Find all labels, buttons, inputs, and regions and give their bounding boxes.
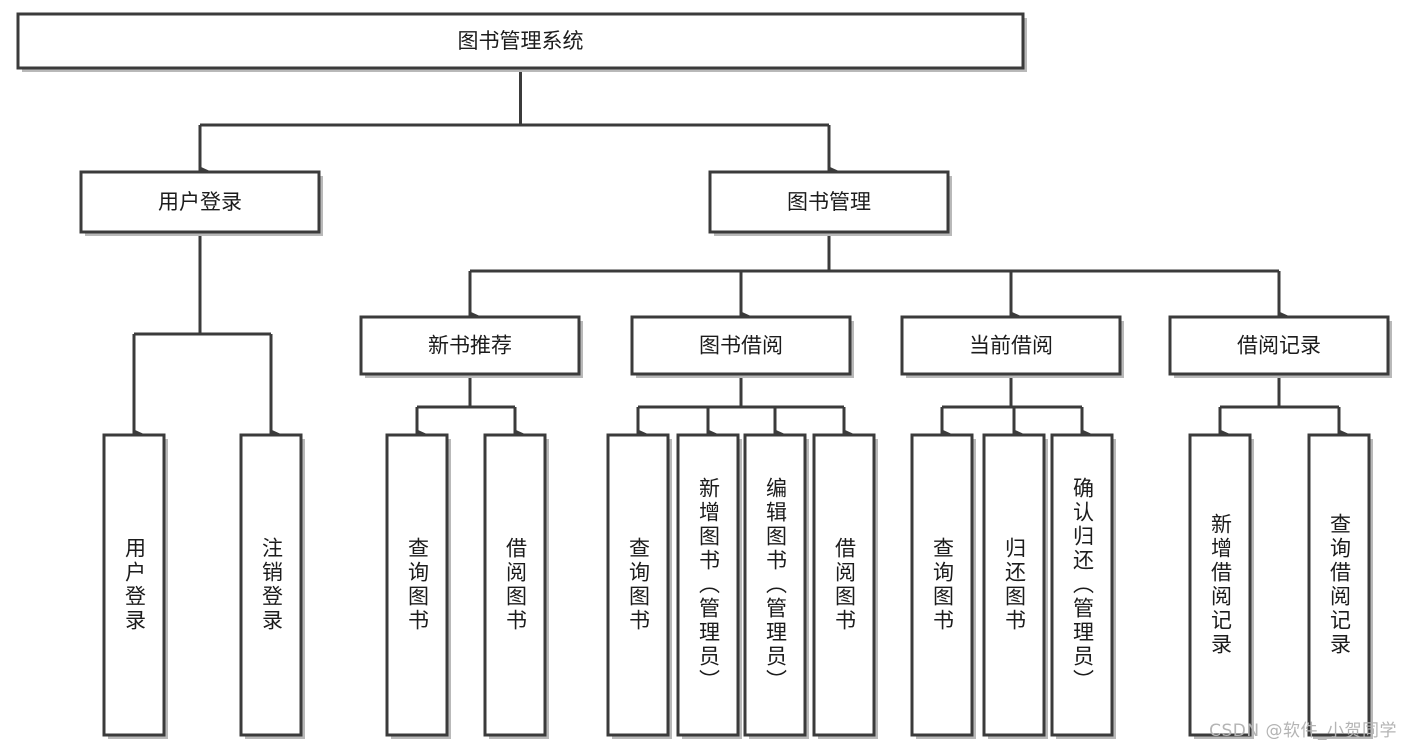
connector-lines bbox=[132, 68, 1349, 439]
node-box bbox=[1050, 433, 1114, 737]
node-box bbox=[16, 12, 1025, 70]
node-box bbox=[630, 315, 852, 376]
connector-new-book-recommend bbox=[415, 374, 525, 439]
watermark-text: CSDN @软件_小贺同学 bbox=[1209, 721, 1397, 741]
node-leaf-edit-book-admin[interactable] bbox=[743, 433, 809, 739]
node-box bbox=[708, 170, 950, 234]
node-leaf-query-books-rec[interactable] bbox=[385, 433, 451, 739]
node-root[interactable]: 图书管理系统 bbox=[16, 12, 1027, 72]
node-leaf-user-logout[interactable] bbox=[239, 433, 305, 739]
node-label: 图书管理 bbox=[787, 190, 871, 214]
node-box bbox=[1188, 433, 1252, 737]
node-leaf-query-books-borrow[interactable] bbox=[606, 433, 672, 739]
node-box bbox=[900, 315, 1122, 376]
node-box bbox=[982, 433, 1046, 737]
node-box bbox=[606, 433, 670, 737]
node-label: 用户登录 bbox=[158, 190, 242, 214]
node-box bbox=[483, 433, 547, 737]
node-box bbox=[79, 170, 321, 234]
node-leaf-add-book-admin[interactable] bbox=[676, 433, 742, 739]
node-leaf-borrow-books-rec[interactable] bbox=[483, 433, 549, 739]
node-box bbox=[239, 433, 303, 737]
node-leaf-query-borrow-record[interactable] bbox=[1307, 433, 1373, 739]
node-leaf-query-books-current[interactable] bbox=[910, 433, 976, 739]
node-label: 当前借阅 bbox=[969, 334, 1053, 358]
node-leaf-borrow-book[interactable] bbox=[812, 433, 878, 739]
node-user-login[interactable]: 用户登录 bbox=[79, 170, 323, 236]
node-book-borrow[interactable]: 图书借阅 bbox=[630, 315, 854, 378]
node-box bbox=[102, 433, 166, 737]
connector-borrow-record bbox=[1218, 374, 1349, 439]
node-leaf-add-borrow-record[interactable] bbox=[1188, 433, 1254, 739]
node-box bbox=[812, 433, 876, 737]
node-box bbox=[359, 315, 581, 376]
node-leaf-return-book[interactable] bbox=[982, 433, 1048, 739]
node-leaf-user-login[interactable] bbox=[102, 433, 168, 739]
node-box bbox=[910, 433, 974, 737]
connector-book-manage bbox=[468, 232, 1289, 321]
node-current-borrow[interactable]: 当前借阅 bbox=[900, 315, 1124, 378]
node-label: 图书借阅 bbox=[699, 334, 783, 358]
node-leaf-confirm-return-admin[interactable] bbox=[1050, 433, 1116, 739]
connector-root bbox=[198, 68, 839, 176]
node-new-book-recommend[interactable]: 新书推荐 bbox=[359, 315, 583, 378]
node-box bbox=[1168, 315, 1390, 376]
node-borrow-record[interactable]: 借阅记录 bbox=[1168, 315, 1392, 378]
connector-current-borrow bbox=[940, 374, 1092, 439]
node-box bbox=[676, 433, 740, 737]
node-label: 借阅记录 bbox=[1237, 334, 1321, 358]
node-box bbox=[385, 433, 449, 737]
connector-user-login bbox=[132, 232, 281, 439]
node-box bbox=[743, 433, 807, 737]
connector-book-borrow bbox=[636, 374, 854, 439]
node-label: 图书管理系统 bbox=[458, 29, 584, 53]
node-label: 新书推荐 bbox=[428, 334, 512, 358]
node-book-manage[interactable]: 图书管理 bbox=[708, 170, 952, 236]
node-box bbox=[1307, 433, 1371, 737]
